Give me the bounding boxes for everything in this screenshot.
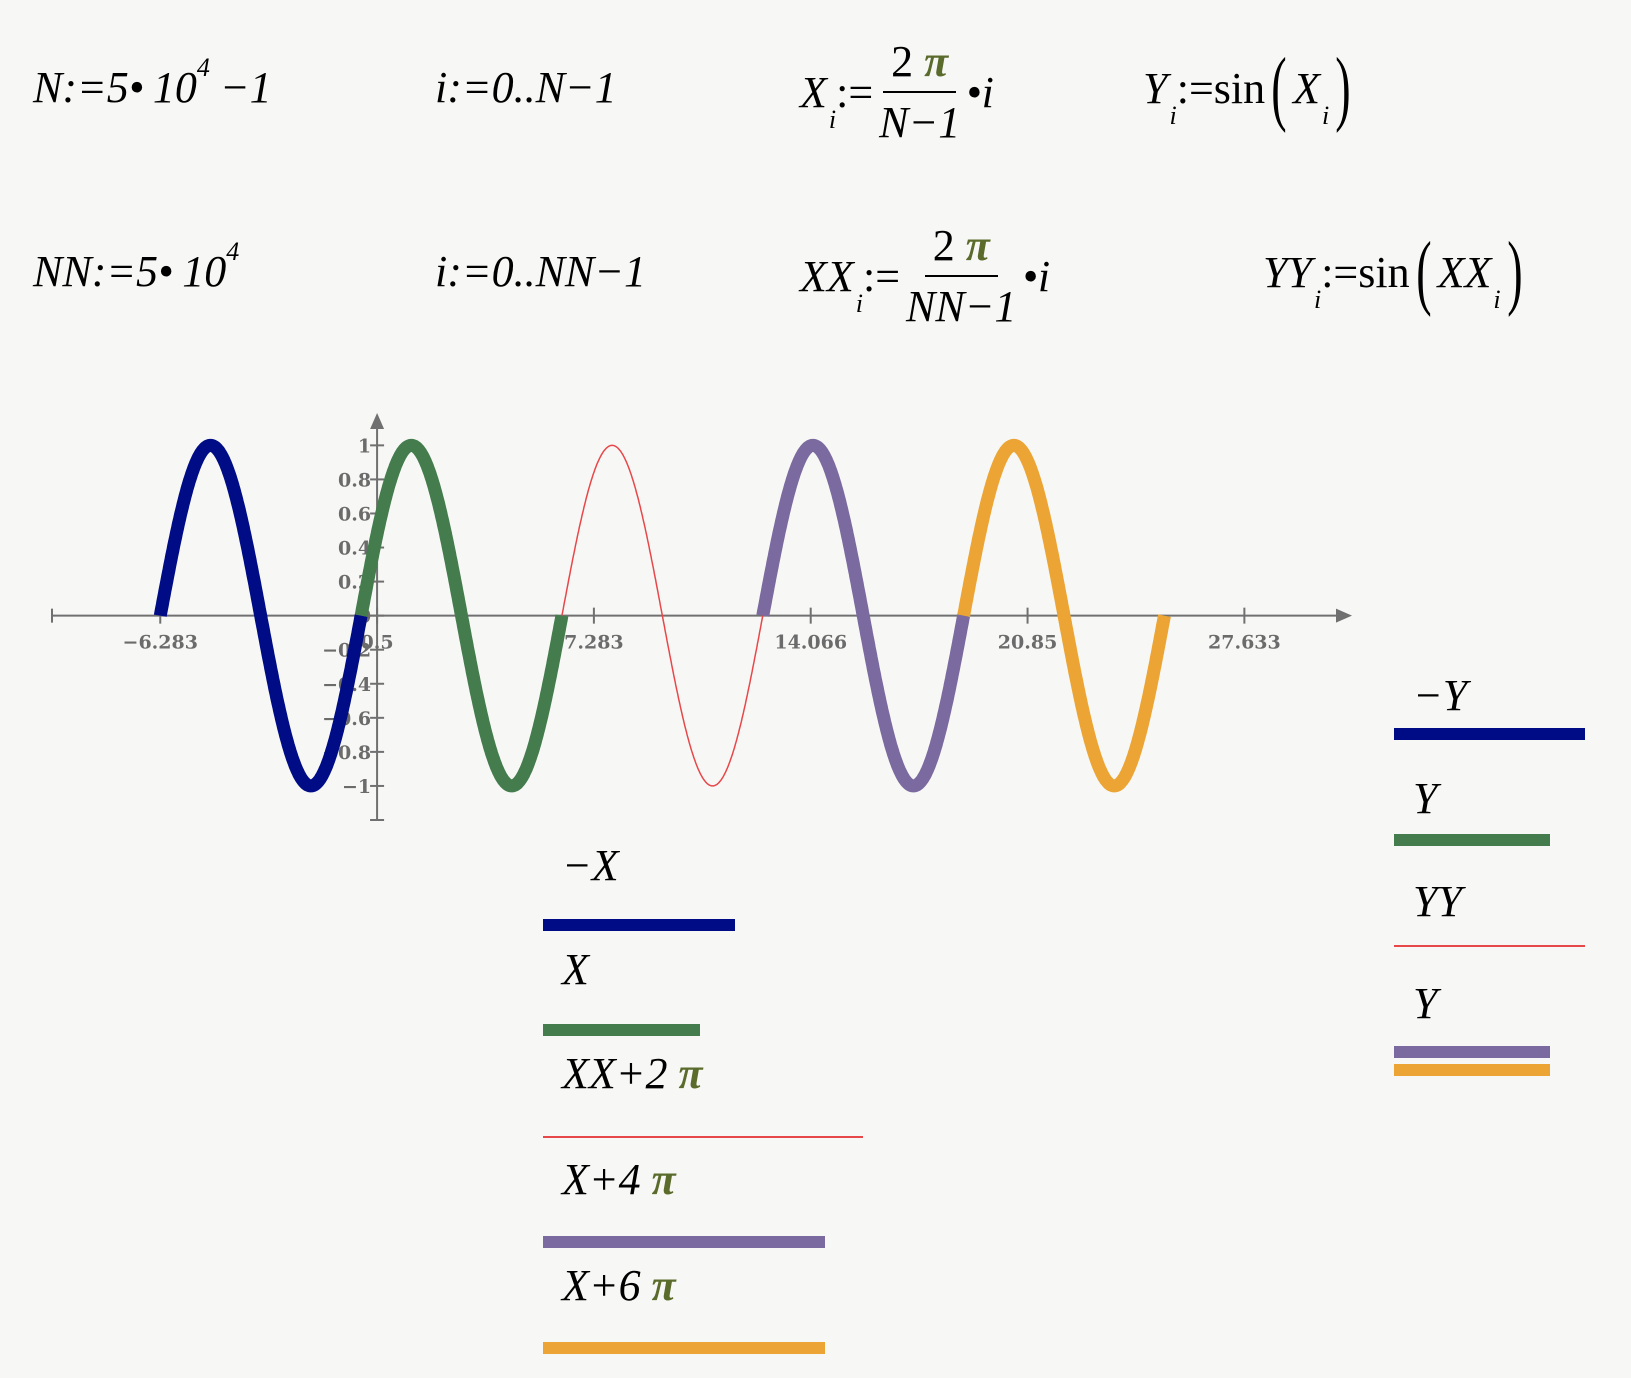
- pi-constant: π: [924, 37, 949, 86]
- legend-label-text: Y: [1413, 979, 1438, 1028]
- eq-function: sin: [1358, 247, 1410, 297]
- eq-assign: :=: [836, 67, 874, 117]
- y-legend-label: Y: [1413, 978, 1437, 1029]
- eq-superscript: 4: [196, 52, 210, 82]
- y-tick-label: 1: [358, 435, 371, 457]
- pi-constant: π: [651, 1261, 676, 1310]
- y-axis-arrow-icon: [370, 413, 385, 429]
- y-tick-label: 0.6: [338, 503, 371, 525]
- legend-label-text: X: [562, 945, 589, 994]
- series-curve-1: [354, 438, 569, 793]
- y-legend-line: [1394, 1046, 1550, 1058]
- legend-label-text: XX+2: [562, 1049, 679, 1098]
- x-legend-line: [543, 1024, 700, 1036]
- x-legend-label: X: [562, 944, 589, 995]
- x-tick-label: 7.283: [564, 632, 624, 654]
- x-tick-label: 0.5: [361, 632, 394, 654]
- x-legend-label: X+4 π: [562, 1154, 676, 1205]
- equation-i-range-2[interactable]: i:=0..NN−1: [435, 246, 646, 297]
- equation-i-range[interactable]: i:=0..N−1: [435, 62, 617, 113]
- x-legend-line: [543, 919, 735, 931]
- y-legend-label: Y: [1413, 773, 1437, 824]
- eq-subscript: i: [1493, 285, 1501, 314]
- legend-label-text: X+6: [562, 1261, 652, 1310]
- eq-text: i:=0..N−1: [435, 63, 617, 112]
- eq-text: NN:=5• 10: [33, 247, 227, 296]
- y-legend-line: [1394, 1064, 1550, 1076]
- x-legend-label: XX+2 π: [562, 1048, 702, 1099]
- eq-assign: :=: [863, 251, 901, 301]
- eq-subscript: i: [1169, 101, 1177, 130]
- eq-lhs: X: [800, 67, 827, 117]
- x-legend-label: −X: [562, 840, 619, 891]
- legend-label-text: −Y: [1413, 671, 1468, 720]
- x-legend-line: [543, 1136, 863, 1138]
- x-tick-label: 20.85: [998, 632, 1058, 654]
- eq-lhs: XX: [800, 251, 854, 301]
- numerator: 2: [932, 221, 955, 270]
- y-tick-label: 0.8: [338, 469, 371, 491]
- denominator: N−1: [879, 98, 961, 147]
- eq-lhs: Y: [1143, 63, 1168, 113]
- series-curve-0: [153, 438, 368, 793]
- y-tick-label: 0.4: [338, 538, 371, 560]
- eq-subscript: i: [855, 289, 863, 318]
- series-curve-4: [957, 438, 1171, 793]
- y-legend-label: YY: [1413, 876, 1462, 927]
- eq-text: •i: [1022, 251, 1051, 301]
- pi-constant: π: [678, 1049, 703, 1098]
- series-curve-3: [756, 438, 970, 793]
- y-tick-label: −1: [342, 776, 371, 798]
- y-legend-line: [1394, 728, 1585, 740]
- x-tick-label: 14.066: [774, 632, 847, 654]
- eq-text: N:=5• 10: [33, 63, 197, 112]
- legend-label-text: YY: [1413, 877, 1462, 926]
- pi-constant: π: [651, 1155, 676, 1204]
- eq-text: •i: [966, 67, 994, 117]
- eq-subscript: i: [1313, 285, 1322, 314]
- eq-assign: :=: [1176, 63, 1214, 113]
- eq-function: sin: [1213, 63, 1266, 113]
- legend-label-text: −X: [562, 841, 619, 890]
- series-curve-2: [561, 444, 764, 787]
- eq-argument: XX: [1437, 247, 1492, 297]
- x-axis-arrow-icon: [1336, 608, 1352, 623]
- numerator: 2: [891, 37, 914, 86]
- eq-lhs: YY: [1263, 247, 1312, 297]
- eq-text: i:=0..NN−1: [435, 247, 646, 296]
- eq-superscript: 4: [226, 236, 240, 266]
- pi-constant: π: [965, 221, 990, 270]
- eq-argument: X: [1293, 63, 1320, 113]
- eq-subscript: i: [1322, 101, 1330, 130]
- x-legend-label: X+6 π: [562, 1260, 676, 1311]
- y-legend-line: [1394, 834, 1550, 846]
- x-tick-label: 27.633: [1208, 632, 1281, 654]
- eq-subscript: i: [828, 105, 837, 134]
- eq-assign: :=: [1321, 247, 1359, 297]
- x-legend-line: [543, 1342, 825, 1354]
- y-legend-label: −Y: [1413, 670, 1467, 721]
- x-tick-label: −6.283: [123, 632, 198, 654]
- denominator: NN−1: [906, 282, 1017, 331]
- legend-label-text: X+4: [562, 1155, 652, 1204]
- y-legend-line: [1394, 945, 1585, 947]
- legend-label-text: Y: [1413, 774, 1438, 823]
- eq-text: −1: [219, 63, 272, 112]
- x-legend-line: [543, 1236, 825, 1248]
